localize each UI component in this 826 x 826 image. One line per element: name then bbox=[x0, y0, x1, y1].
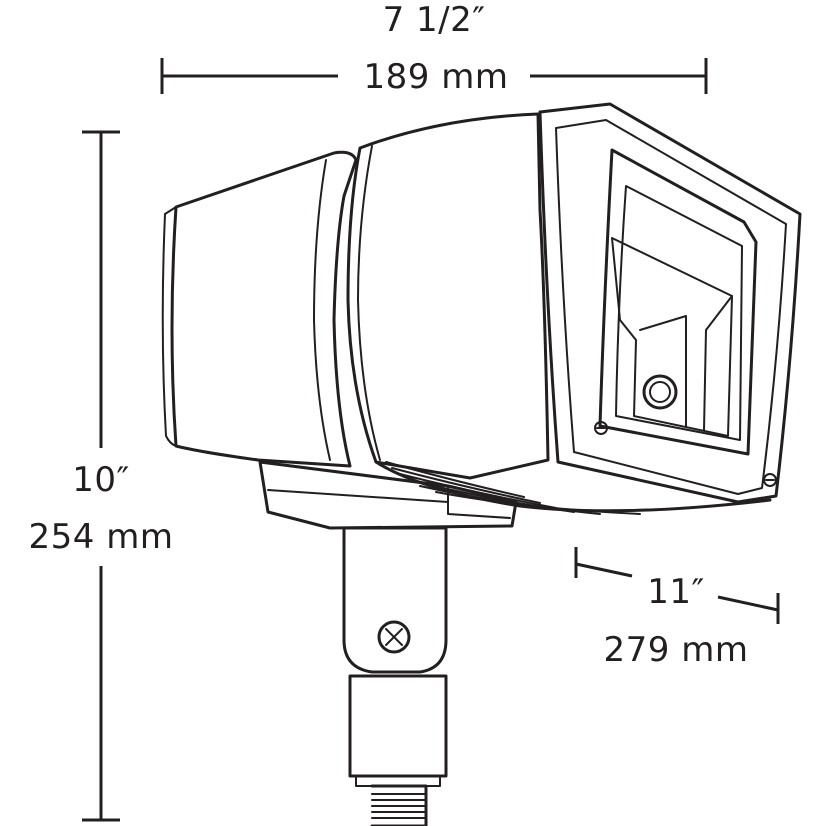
bezel-screw-left bbox=[594, 421, 608, 435]
knuckle-screw bbox=[377, 620, 411, 654]
bezel-screw-right bbox=[763, 473, 777, 487]
rear-housing-inner-curve bbox=[313, 159, 331, 461]
main-housing bbox=[346, 112, 550, 480]
floodlight-fixture bbox=[161, 102, 802, 826]
mounting-stem bbox=[342, 526, 448, 674]
reflector-block bbox=[611, 237, 733, 437]
reflector-edge bbox=[639, 295, 733, 431]
depth-line-left bbox=[575, 562, 633, 578]
swivel-body bbox=[348, 674, 448, 778]
depth-imperial-label: 11″ bbox=[647, 572, 704, 612]
depth-dimension: 11″ 279 mm bbox=[574, 547, 780, 670]
main-housing-seam bbox=[357, 145, 381, 461]
mounting-bracket-detail bbox=[267, 485, 511, 519]
rear-housing bbox=[170, 150, 358, 468]
width-dimension: 7 1/2″ 189 mm bbox=[160, 0, 708, 97]
lens-opening bbox=[598, 148, 758, 456]
led-lens-outer bbox=[642, 374, 678, 410]
rear-housing-edge bbox=[161, 206, 177, 447]
led-lens-inner bbox=[649, 381, 671, 403]
threaded-nipple bbox=[370, 784, 428, 826]
depth-metric-label: 279 mm bbox=[604, 630, 749, 670]
height-metric-label: 254 mm bbox=[29, 517, 174, 557]
front-bezel bbox=[538, 102, 802, 504]
width-metric-label: 189 mm bbox=[364, 57, 509, 97]
width-imperial-label: 7 1/2″ bbox=[383, 0, 486, 40]
height-imperial-label: 10″ bbox=[72, 460, 129, 500]
height-dimension: 10″ 254 mm bbox=[29, 130, 174, 822]
depth-line-right bbox=[717, 595, 779, 612]
lens-frame bbox=[615, 185, 743, 441]
front-bezel-inner bbox=[555, 119, 787, 495]
swivel-body-shoulder bbox=[355, 775, 441, 787]
